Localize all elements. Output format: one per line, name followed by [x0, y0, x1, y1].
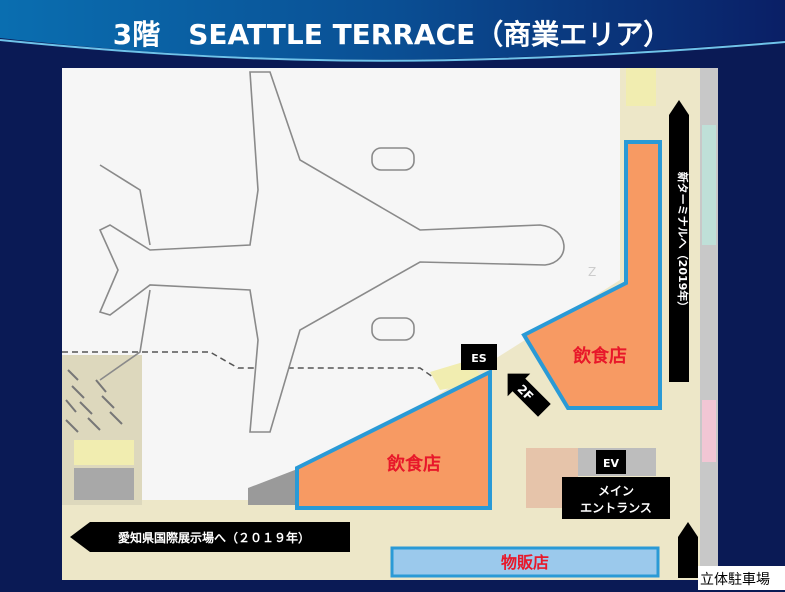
- airplane-icon: [98, 71, 565, 433]
- escalator-label: ES: [471, 352, 487, 365]
- retail-zone[interactable]: [390, 546, 660, 578]
- new-terminal-arrow[interactable]: [669, 100, 689, 382]
- dashed-boundary: [62, 351, 441, 383]
- page-title: 3階 SEATTLE TERRACE（商業エリア）: [113, 18, 672, 51]
- shop-strip-pink: [702, 400, 716, 462]
- seating-chairs: [65, 369, 123, 433]
- elevator-sign: [596, 450, 626, 474]
- header-wave-line: [0, 39, 785, 62]
- parking-label-bg: [698, 566, 785, 590]
- exhibition-arrow[interactable]: [70, 522, 350, 552]
- wall-wedge: [248, 468, 300, 505]
- kiosk: [626, 68, 656, 106]
- main-entrance-label-2: エントランス: [580, 501, 652, 515]
- main-entrance-sign[interactable]: [562, 477, 670, 519]
- main-entrance-label-1: メイン: [598, 484, 634, 498]
- restaurant-right-label: 飲食店: [572, 345, 627, 367]
- parking-arrow[interactable]: [678, 522, 698, 578]
- escalator-sign: [461, 344, 497, 370]
- retail-label: 物販店: [501, 553, 549, 572]
- exhibition-label: 愛知県国際展示場へ（２０１９年）: [118, 530, 310, 545]
- parking-label: 立体駐車場: [700, 571, 770, 588]
- floor-down-arrow[interactable]: 2F: [496, 362, 555, 421]
- seating-block: [74, 468, 134, 500]
- hall-mark: Z: [588, 265, 596, 279]
- shop-strip-green: [702, 125, 716, 245]
- restaurant-left-label: 飲食店: [386, 453, 441, 475]
- elevator-label: EV: [603, 457, 620, 470]
- restaurant-left[interactable]: [295, 368, 492, 510]
- restaurant-right[interactable]: [521, 140, 662, 410]
- new-terminal-label: 新ターミナルへ（2019年）: [676, 172, 690, 313]
- seating-desk: [74, 440, 134, 465]
